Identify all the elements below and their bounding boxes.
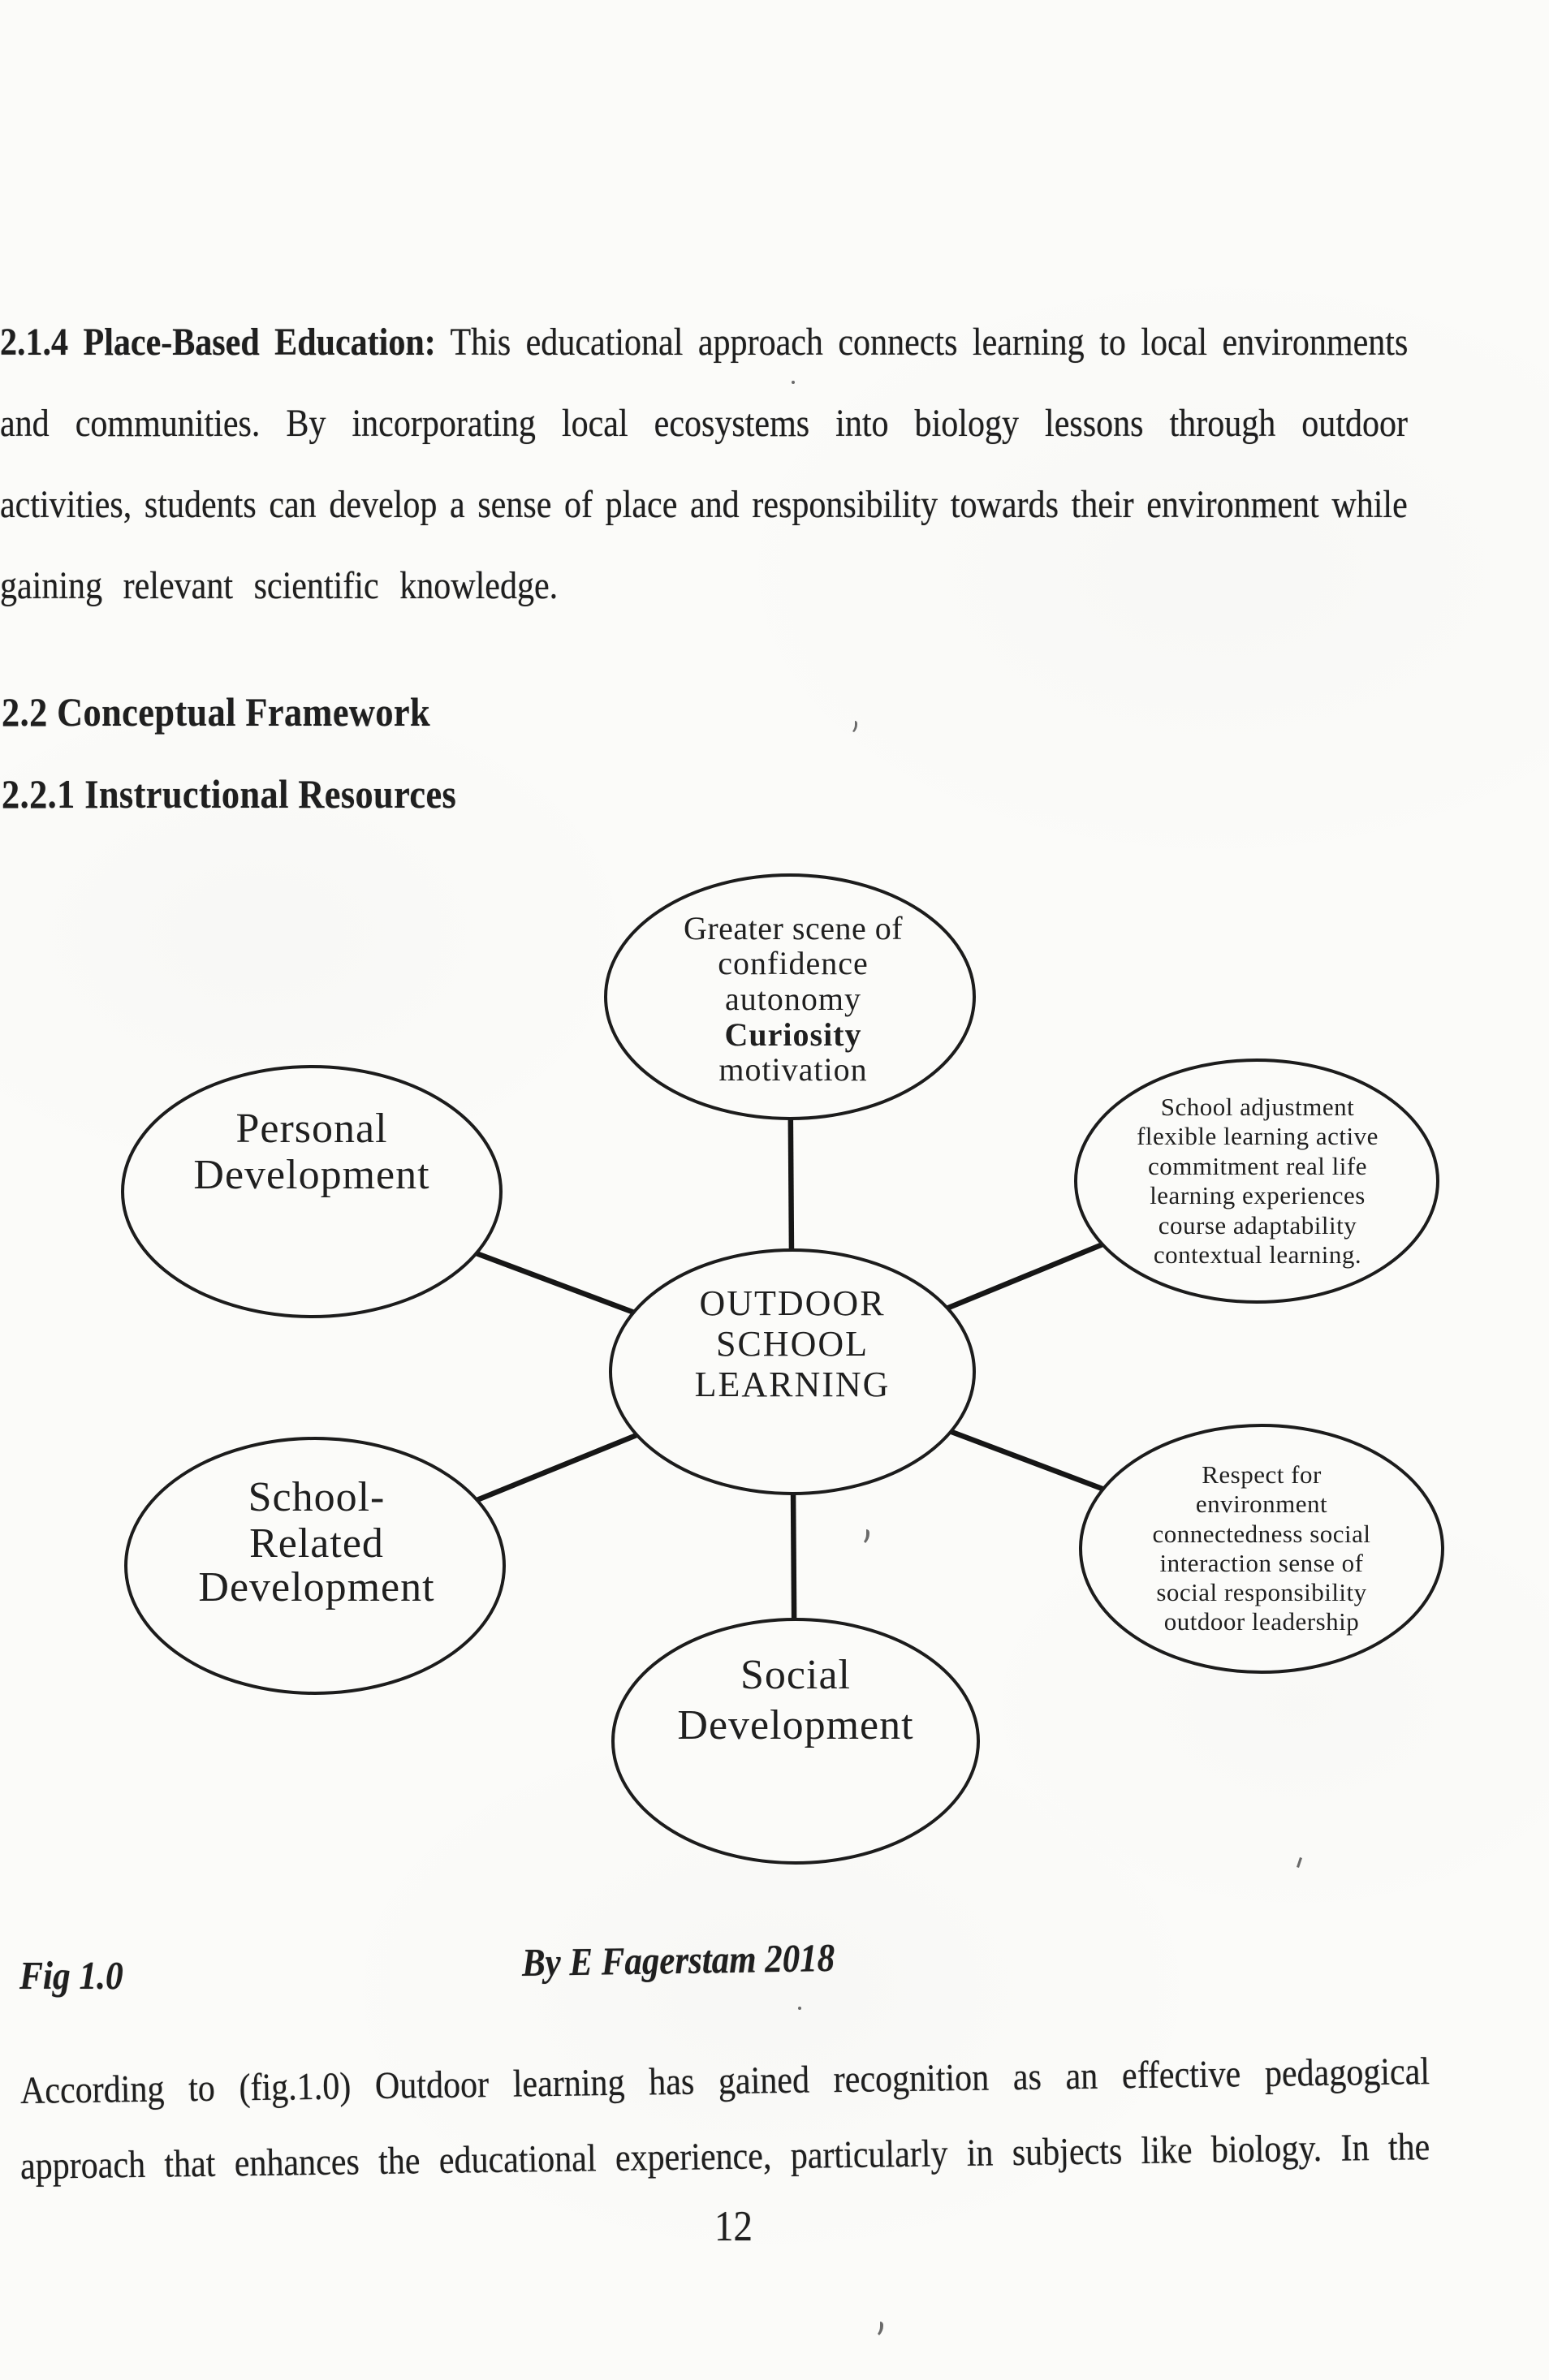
- svg-text:learning experiences: learning experiences: [1150, 1181, 1366, 1209]
- svg-text:commitment real life: commitment real life: [1148, 1152, 1367, 1180]
- svg-text:flexible learning active: flexible learning active: [1137, 1122, 1379, 1150]
- svg-text:Greater scene of: Greater scene of: [684, 910, 903, 946]
- svg-text:LEARNING: LEARNING: [695, 1365, 891, 1404]
- svg-text:autonomy: autonomy: [725, 981, 861, 1017]
- svg-text:environment: environment: [1196, 1490, 1327, 1518]
- svg-text:Personal: Personal: [235, 1106, 387, 1152]
- svg-text:Social: Social: [740, 1652, 851, 1698]
- svg-text:confidence: confidence: [718, 945, 868, 981]
- svg-text:Development: Development: [198, 1564, 434, 1610]
- svg-text:interaction sense of: interaction sense of: [1159, 1549, 1363, 1577]
- svg-text:Development: Development: [677, 1702, 913, 1748]
- svg-text:connectedness social: connectedness social: [1152, 1520, 1370, 1548]
- svg-text:motivation: motivation: [718, 1051, 867, 1088]
- svg-text:Related: Related: [249, 1520, 384, 1567]
- svg-text:Curiosity: Curiosity: [725, 1016, 862, 1053]
- svg-text:OUTDOOR: OUTDOOR: [699, 1283, 885, 1323]
- svg-text:contextual learning.: contextual learning.: [1154, 1240, 1361, 1269]
- svg-text:School adjustment: School adjustment: [1161, 1093, 1354, 1121]
- svg-text:Respect for: Respect for: [1202, 1460, 1322, 1489]
- svg-text:School-: School-: [248, 1474, 386, 1520]
- svg-text:outdoor leadership: outdoor leadership: [1164, 1607, 1360, 1636]
- svg-text:course adaptability: course adaptability: [1159, 1211, 1357, 1240]
- svg-text:SCHOOL: SCHOOL: [716, 1324, 869, 1364]
- svg-text:Development: Development: [193, 1152, 429, 1198]
- svg-text:social responsibility: social responsibility: [1156, 1578, 1366, 1606]
